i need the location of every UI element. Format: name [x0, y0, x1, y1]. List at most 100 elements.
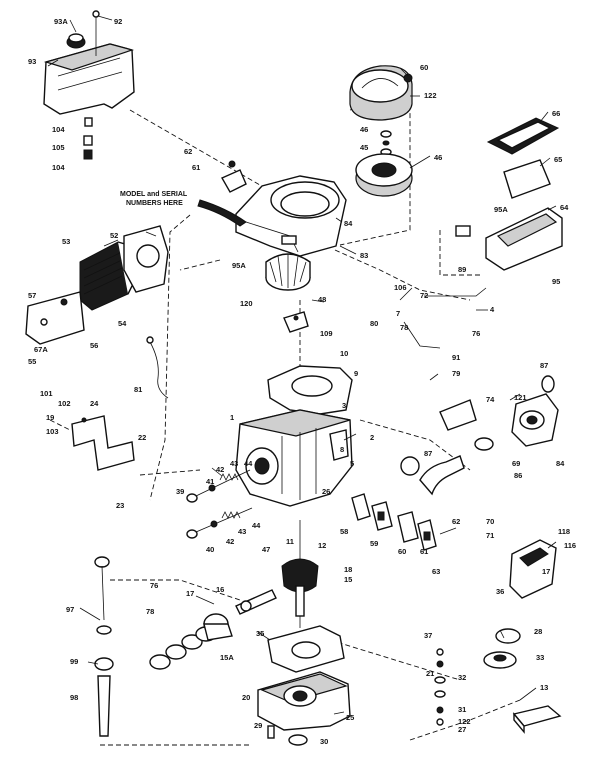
callout-93: 93: [28, 57, 36, 66]
intake-elbow: [400, 455, 465, 496]
callout-8: 8: [340, 445, 344, 454]
callout-2: 2: [370, 433, 374, 442]
callout-40: 40: [206, 545, 214, 554]
dipstick-tube: [94, 657, 114, 737]
callout-22: 22: [138, 433, 146, 442]
callout-27: 25: [346, 713, 354, 722]
engine-block: [235, 409, 353, 507]
callout-79: 79: [452, 369, 460, 378]
callout-97: 97: [66, 605, 74, 614]
exhaust-valve: [186, 507, 253, 539]
callout-86: 86: [514, 471, 522, 480]
callout-31: 27: [458, 725, 466, 734]
piston: [203, 613, 233, 641]
starter-spring-washers: [380, 130, 392, 156]
starter-pulley: [355, 153, 413, 197]
callout-62b: 62: [452, 517, 460, 526]
callout-12: 12: [318, 541, 326, 550]
callout-87: 87: [540, 361, 548, 370]
callout-15: 15: [344, 575, 352, 584]
dipstick: [94, 556, 112, 635]
callout-15a: 15A: [220, 653, 234, 662]
callout-30: 122: [458, 717, 471, 726]
callout-83: 83: [360, 251, 368, 260]
callout-78b: 78: [146, 607, 154, 616]
muffler: [43, 10, 135, 115]
callout-95: 95: [552, 277, 560, 286]
callout-66: 66: [552, 109, 560, 118]
callout-63: 63: [432, 567, 440, 576]
carburetor-gasket: [474, 375, 555, 451]
callout-labels: 93A 92 93 104 105 104 62 61 60 122 46 45…: [28, 17, 576, 746]
callout-17: 17: [186, 589, 194, 598]
rewind-starter: [349, 65, 413, 121]
callout-98: 98: [70, 693, 78, 702]
callout-65: 65: [554, 155, 562, 164]
callout-122: 122: [424, 91, 437, 100]
callout-43b: 43: [238, 527, 246, 536]
callout-61b: 61: [420, 547, 428, 556]
callout-45: 45: [360, 143, 368, 152]
callout-9: 9: [354, 369, 358, 378]
callout-98b: 36: [496, 587, 504, 596]
callout-80: 80: [370, 319, 378, 328]
ignition-module: [283, 311, 309, 333]
breather-cover: [509, 539, 557, 599]
blower-housing: [235, 175, 347, 257]
callout-120: 120: [240, 299, 253, 308]
callout-59: 59: [370, 539, 378, 548]
callout-19: 19: [46, 413, 54, 422]
model-serial-note-line1: MODEL and SERIAL: [120, 191, 188, 198]
muffler-bolts: [83, 117, 93, 160]
callout-57: 57: [28, 291, 36, 300]
control-bracket: [71, 415, 135, 471]
callout-84: 84: [344, 219, 353, 228]
callout-26: 26: [322, 487, 330, 496]
callout-55: 55: [28, 357, 36, 366]
callout-81: 81: [134, 385, 142, 394]
gasket-kit-box: [512, 705, 562, 734]
callout-10: 10: [340, 349, 348, 358]
callout-118: 118: [558, 527, 570, 536]
intake-valve: [186, 469, 251, 503]
bracket-plate: [25, 291, 85, 345]
callout-24: 24: [90, 399, 99, 408]
callout-60: 60: [420, 63, 428, 72]
air-filter-foam: [503, 159, 551, 199]
callout-48: 48: [318, 295, 326, 304]
callout-76: 76: [472, 329, 480, 338]
callout-1: 1: [230, 413, 234, 422]
valve-springs: [208, 473, 241, 528]
oil-seal: [267, 725, 308, 746]
callout-23: 23: [116, 501, 124, 510]
callout-58: 58: [340, 527, 348, 536]
callout-61: 61: [192, 163, 200, 172]
callout-44: 44: [244, 459, 253, 468]
callout-52: 52: [110, 231, 118, 240]
callout-93a: 93A: [54, 17, 68, 26]
throttle-bracket: [403, 287, 487, 431]
callout-104: 104: [52, 125, 65, 134]
callout-36: 35: [256, 629, 264, 638]
callout-99: 99: [70, 657, 78, 666]
group-lines: [49, 94, 521, 746]
callout-18: 18: [344, 565, 352, 574]
oil-sump: [257, 671, 351, 731]
head-gasket: [123, 225, 169, 293]
callout-74: 74: [486, 395, 495, 404]
cylinder-baffle: [267, 365, 353, 415]
callout-11: 11: [286, 537, 294, 546]
callout-5: 5: [350, 459, 354, 468]
callout-56: 56: [90, 341, 98, 350]
carburetor: [511, 393, 559, 447]
callout-101: 101: [40, 389, 53, 398]
fuel-cap: [221, 160, 247, 193]
governor-stack: [434, 648, 446, 726]
callout-64: 64: [560, 203, 569, 212]
callout-121: 121: [514, 393, 527, 402]
callout-89: 89: [458, 265, 466, 274]
callout-41: 41: [206, 477, 214, 486]
callout-53: 53: [62, 237, 70, 246]
callout-71: 71: [486, 531, 494, 540]
callout-95a-b: 95A: [232, 261, 246, 270]
